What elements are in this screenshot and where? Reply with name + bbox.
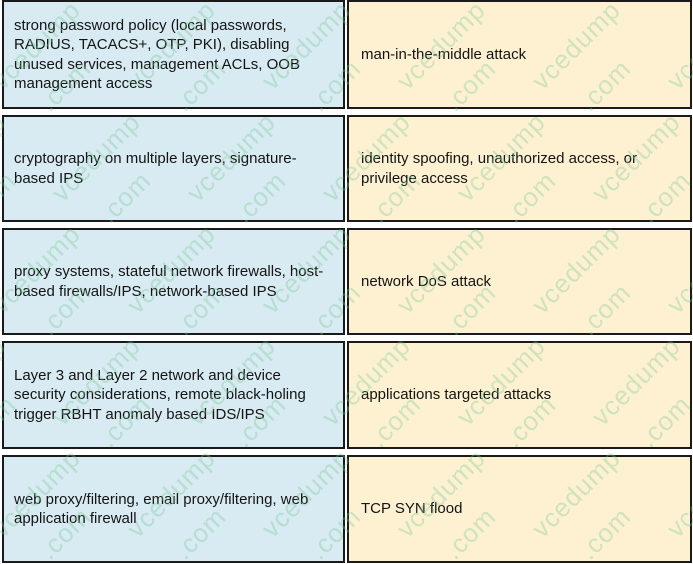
security-measure-label: cryptography on multiple layers, signatu… bbox=[14, 150, 297, 187]
threat-label: man-in-the-middle attack bbox=[361, 45, 527, 63]
threat-label: TCP SYN flood bbox=[361, 500, 463, 518]
threat-label: identity spoofing, unauthorized access, … bbox=[361, 150, 637, 187]
threat-label: network DoS attack bbox=[361, 272, 492, 290]
threat-target-slot[interactable]: applications targeted attacks bbox=[347, 341, 692, 449]
threat-target-slot[interactable]: man-in-the-middle attack bbox=[347, 0, 692, 109]
security-measure-label: Layer 3 and Layer 2 network and device s… bbox=[14, 366, 306, 423]
threat-target-slot[interactable]: TCP SYN flood bbox=[347, 455, 692, 563]
security-measure-item[interactable]: Layer 3 and Layer 2 network and device s… bbox=[2, 341, 345, 449]
threat-label: applications targeted attacks bbox=[361, 386, 552, 404]
threat-target-slot[interactable]: network DoS attack bbox=[347, 228, 692, 335]
security-measure-item[interactable]: cryptography on multiple layers, signatu… bbox=[2, 115, 345, 222]
security-measure-label: proxy systems, stateful network firewall… bbox=[14, 263, 324, 300]
security-measure-label: strong password policy (local passwords,… bbox=[14, 16, 300, 93]
security-measure-item[interactable]: proxy systems, stateful network firewall… bbox=[2, 228, 345, 335]
security-measure-item[interactable]: strong password policy (local passwords,… bbox=[2, 0, 345, 109]
threat-target-slot[interactable]: identity spoofing, unauthorized access, … bbox=[347, 115, 692, 222]
security-measure-item[interactable]: web proxy/filtering, email proxy/filteri… bbox=[2, 455, 345, 563]
security-measure-label: web proxy/filtering, email proxy/filteri… bbox=[14, 490, 309, 528]
